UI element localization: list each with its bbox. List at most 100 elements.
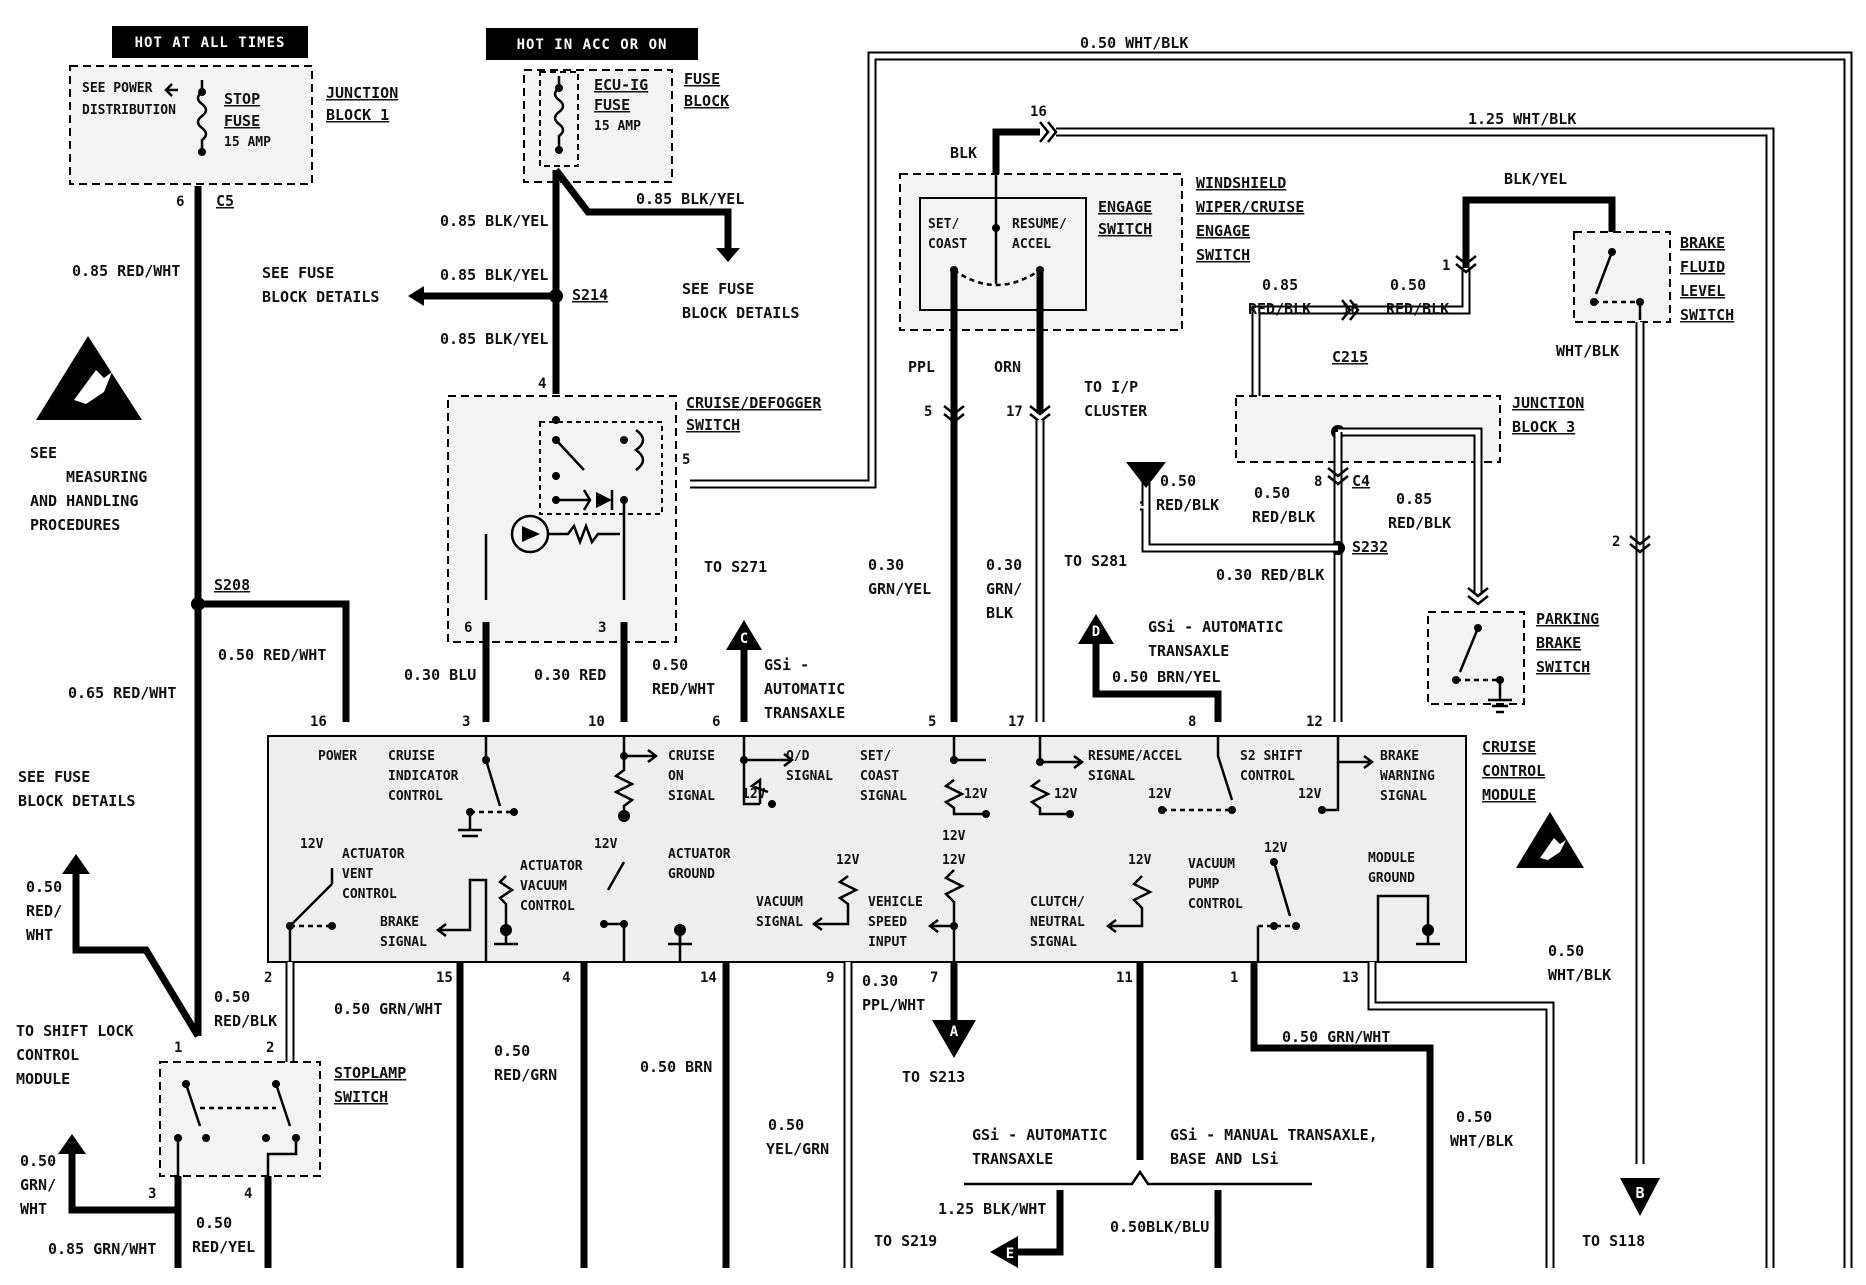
esd-warning-icon bbox=[36, 336, 142, 420]
label-mg-1: MODULE bbox=[1368, 851, 1415, 866]
pin-bottom-14: 14 bbox=[700, 970, 717, 986]
pin-16: 16 bbox=[310, 714, 327, 730]
ws-pin-17: 17 bbox=[1006, 404, 1023, 420]
label-12v-vs: 12V bbox=[836, 853, 860, 868]
wire-050-grnwht-15: 0.50 GRN/WHT bbox=[334, 1000, 442, 1018]
fuse-ecu-ig-2: FUSE bbox=[594, 96, 630, 114]
label-avc-1: ACTUATOR bbox=[520, 859, 583, 874]
splice-s208: S208 bbox=[214, 576, 250, 594]
to-s281: TO S281 bbox=[1064, 552, 1127, 570]
label-ag-2: GROUND bbox=[668, 867, 715, 882]
wire-050-redblk-tri-1: 0.50 bbox=[1160, 472, 1196, 490]
label-12v-vss-b: 12V bbox=[942, 853, 966, 868]
label-setc-3: SIGNAL bbox=[860, 789, 907, 804]
label-cruise-on-1: CRUISE bbox=[668, 749, 715, 764]
see-measuring-4: PROCEDURES bbox=[30, 516, 120, 534]
wire-050-grnwht-sl-2: GRN/ bbox=[20, 1176, 56, 1194]
wire-085-blkyel-b: 0.85 BLK/YEL bbox=[636, 190, 744, 208]
esd-warning-icon-2 bbox=[1516, 812, 1584, 868]
label-cruise-on-2: ON bbox=[668, 769, 684, 784]
wire-085-redblk-c215-2: RED/BLK bbox=[1248, 300, 1311, 318]
engage-switch-label-1: ENGAGE bbox=[1098, 198, 1152, 216]
gsi-auto-c-2: AUTOMATIC bbox=[764, 680, 845, 698]
pin-bottom-13: 13 bbox=[1342, 970, 1359, 986]
label-avc-3: CONTROL bbox=[520, 899, 575, 914]
brake-fluid-label-4: SWITCH bbox=[1680, 306, 1734, 324]
see-measuring-3: AND HANDLING bbox=[30, 492, 138, 510]
wire-030-blu: 0.30 BLU bbox=[404, 666, 476, 684]
wire-050-redblk-2-2: RED/BLK bbox=[214, 1012, 277, 1030]
wire-050-redblk-c215-2: RED/BLK bbox=[1386, 300, 1449, 318]
label-bs-2: SIGNAL bbox=[380, 935, 427, 950]
wire-050-grnwht-sl-1: 0.50 bbox=[20, 1152, 56, 1170]
wire-red-wht-main: 0.85 RED/WHT 0.65 RED/WHT S208 0.50 RED/… bbox=[68, 186, 350, 1036]
wire-050-redblk-tri-2: RED/BLK bbox=[1156, 496, 1219, 514]
cd-pin-5: 5 bbox=[682, 452, 690, 468]
wiper-label-3: ENGAGE bbox=[1196, 222, 1250, 240]
pin-bottom-9: 9 bbox=[826, 970, 834, 986]
label-resacc-2: SIGNAL bbox=[1088, 769, 1135, 784]
fuse-block: ECU-IG FUSE 15 AMP FUSE BLOCK bbox=[523, 69, 729, 183]
wire-050-redwht-left-2: RED/ bbox=[26, 902, 62, 920]
wire-050-whtblk-right-2: WHT/BLK bbox=[1548, 966, 1611, 984]
sl-pin-3: 3 bbox=[148, 1186, 156, 1202]
gsi-auto-d-1: GSi - AUTOMATIC bbox=[1148, 618, 1283, 636]
label-power: POWER bbox=[318, 749, 357, 764]
bf-pin-1: 1 bbox=[1442, 258, 1450, 274]
junction-block-1-label-2: BLOCK 1 bbox=[326, 106, 389, 124]
ws-pin-16: 16 bbox=[1030, 104, 1047, 120]
label-12v-s2: 12V bbox=[1148, 787, 1172, 802]
parking-label-1: PARKING bbox=[1536, 610, 1599, 628]
wiper-label-2: WIPER/CRUISE bbox=[1196, 198, 1304, 216]
connector-c215: C215 bbox=[1332, 348, 1368, 366]
pin-10: 10 bbox=[588, 714, 605, 730]
pin-3: 3 bbox=[462, 714, 470, 730]
cruise-defogger-label-1: CRUISE/DEFOGGER bbox=[686, 394, 822, 412]
pin-bottom-15: 15 bbox=[436, 970, 453, 986]
cruise-defogger-switch: 4 CRUISE/DEFOGGER SWITCH 5 6 3 bbox=[447, 376, 822, 643]
wire-085-redwht-top: 0.85 RED/WHT bbox=[72, 262, 180, 280]
wire-050-redgrn-1: 0.50 bbox=[494, 1042, 530, 1060]
header-hot-at-all-times: HOT AT ALL TIMES bbox=[112, 26, 308, 58]
label-12v-bw: 12V bbox=[1298, 787, 1322, 802]
pin-bottom-2: 2 bbox=[264, 970, 272, 986]
wire-125-wht-blk: 1.25 WHT/BLK bbox=[1056, 110, 1775, 1268]
label-vss-3: INPUT bbox=[868, 935, 907, 950]
wire-050-wht-blk-top: 0.50 WHT/BLK bbox=[690, 34, 1853, 1268]
wire-050-redwht-left-3: WHT bbox=[26, 926, 53, 944]
wire-050-redwht-left-1: 0.50 bbox=[26, 878, 62, 896]
label-s2-2: CONTROL bbox=[1240, 769, 1295, 784]
label-vp-2: PUMP bbox=[1188, 877, 1219, 892]
pin-bottom-4: 4 bbox=[562, 970, 570, 986]
brake-fluid-switch: BLK/YEL BRAKE FLUID LEVEL SWITCH WHT/BLK… bbox=[1462, 170, 1734, 1250]
wire-050-redblk-c4-2: RED/BLK bbox=[1252, 508, 1315, 526]
header-hot-at-all-times-text: HOT AT ALL TIMES bbox=[135, 35, 286, 51]
gsi-auto-e-2: TRANSAXLE bbox=[972, 1150, 1053, 1168]
wire-050-brn: 0.50 BRN bbox=[640, 1058, 712, 1076]
label-12v-resacc: 12V bbox=[1054, 787, 1078, 802]
wire-030-grnyel-2: GRN/YEL bbox=[868, 580, 931, 598]
label-vss-2: SPEED bbox=[868, 915, 907, 930]
wire-030-red: 0.30 RED bbox=[534, 666, 606, 684]
gsi-manual-2: BASE AND LSi bbox=[1170, 1150, 1278, 1168]
label-vp-1: VACUUM bbox=[1188, 857, 1235, 872]
pin-5: 5 bbox=[928, 714, 936, 730]
label-resacc-1: RESUME/ACCEL bbox=[1088, 749, 1182, 764]
label-vs-1: VACUUM bbox=[756, 895, 803, 910]
resume-accel-label-2: ACCEL bbox=[1012, 237, 1051, 252]
cruise-control-module: CRUISE CONTROL MODULE 16 3 10 6 5 17 8 1… bbox=[264, 714, 1545, 986]
see-fuse-c-1: SEE FUSE bbox=[18, 768, 90, 786]
arrow-c: C bbox=[740, 631, 748, 647]
label-vs-2: SIGNAL bbox=[756, 915, 803, 930]
bottom-wires: 0.50 RED/BLK 0.50 GRN/WHT 0.50 RED/GRN 0… bbox=[214, 962, 1555, 1268]
label-cn-2: NEUTRAL bbox=[1030, 915, 1085, 930]
bf-pin-2: 2 bbox=[1612, 534, 1620, 550]
wiper-engage-switch: BLK 16 SET/ COAST RESUME/ ACCEL ENGAGE S… bbox=[868, 104, 1304, 722]
wire-050-brnyel: 0.50 BRN/YEL bbox=[1112, 668, 1220, 686]
junction-block-1: SEE POWER DISTRIBUTION STOP FUSE 15 AMP … bbox=[69, 65, 398, 210]
see-fuse-a-1: SEE FUSE bbox=[262, 264, 334, 282]
wire-orn: ORN bbox=[994, 358, 1021, 376]
ws-pin-5: 5 bbox=[924, 404, 932, 420]
cd-pin-6: 6 bbox=[464, 620, 472, 636]
